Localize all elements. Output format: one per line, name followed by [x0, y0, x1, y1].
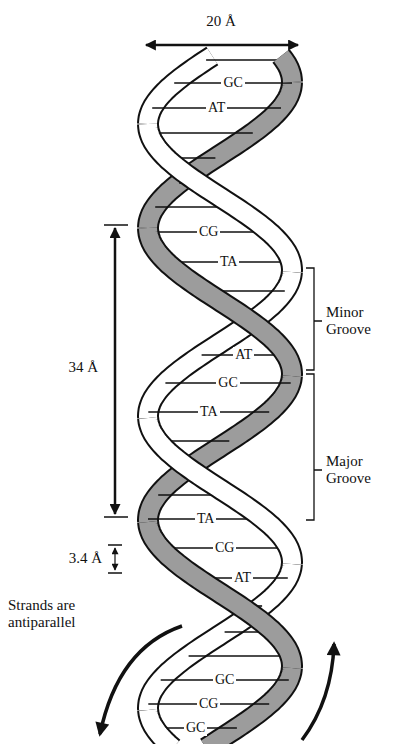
- direction-arrow: [100, 626, 182, 734]
- tick: [104, 516, 128, 518]
- base-pair-label: CG: [197, 224, 220, 240]
- base-pair-label: GC: [216, 375, 239, 391]
- base-pair-label: AT: [206, 100, 227, 116]
- base-pair-label: GC: [213, 672, 236, 688]
- tick: [108, 572, 122, 574]
- strand-ribbon: [148, 228, 292, 376]
- base-pair-label: TA: [218, 254, 240, 270]
- width-arrow: [146, 44, 298, 47]
- strand-ribbon: [281, 56, 292, 82]
- tick: [104, 224, 128, 226]
- strand-outline: [148, 228, 292, 376]
- strand-ribbon: [148, 56, 212, 124]
- base-pair-label: AT: [232, 570, 253, 586]
- strand-ribbon: [148, 710, 173, 744]
- strand-outline: [281, 56, 292, 82]
- strand-outline: [148, 56, 212, 124]
- groove-label: Minor Groove: [326, 304, 388, 339]
- strand-ribbon: [148, 522, 292, 668]
- base-pair-label: CG: [213, 540, 236, 556]
- groove-bracket: [306, 268, 322, 370]
- groove-bracket: [306, 374, 322, 520]
- strand-outline: [148, 522, 292, 668]
- dimension-label: 34 Å: [68, 359, 98, 376]
- base-pair-label: GC: [221, 75, 244, 91]
- base-pair-rung: [206, 59, 284, 61]
- base-pair-label: GC: [184, 720, 207, 736]
- base-pair-label: TA: [195, 511, 217, 527]
- groove-label: Major Groove: [326, 453, 388, 488]
- tick: [108, 544, 122, 546]
- dimension-label: 3.4 Å: [69, 550, 102, 567]
- double-helix: [148, 56, 292, 744]
- note-label: Strands are antiparallel: [8, 597, 94, 632]
- pitch-arrow: [114, 228, 117, 514]
- rise-arrow: [114, 548, 115, 570]
- base-pair-label: TA: [198, 404, 220, 420]
- base-pair-rung: [189, 655, 291, 657]
- dimension-label: 20 Å: [206, 13, 236, 30]
- base-pair-label: AT: [233, 347, 254, 363]
- base-pair-rung: [149, 132, 253, 134]
- base-pair-label: CG: [197, 696, 220, 712]
- strand-outline: [148, 710, 173, 744]
- direction-arrow: [302, 644, 334, 740]
